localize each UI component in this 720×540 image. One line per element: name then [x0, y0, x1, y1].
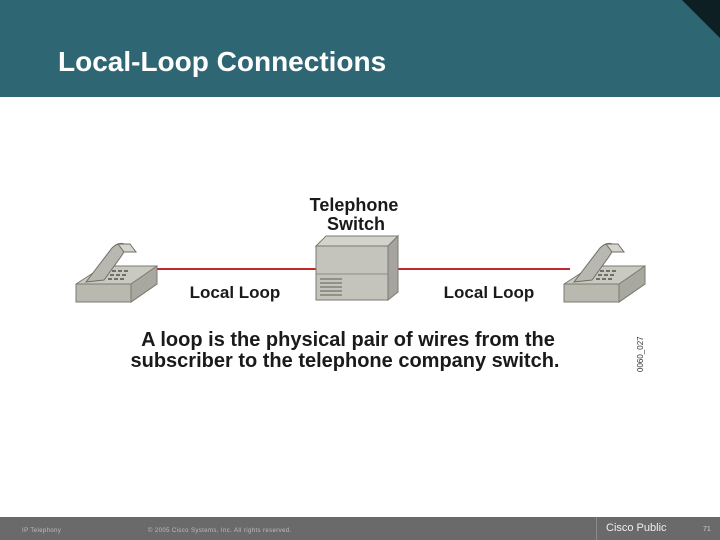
header-corner-accent: [682, 0, 720, 38]
figure-code: 0060_027: [636, 336, 645, 372]
left-loop-label: Local Loop: [190, 283, 281, 302]
right-telephone-icon: [564, 243, 645, 302]
page-number: 71: [703, 526, 711, 533]
telephone-switch-icon: [316, 236, 398, 300]
left-telephone-icon: [76, 243, 157, 302]
caption-line2: subscriber to the telephone company swit…: [131, 350, 560, 372]
title-bar: Local-Loop Connections: [0, 0, 720, 97]
switch-label-line1: Telephone: [310, 195, 399, 215]
right-loop-label: Local Loop: [444, 283, 535, 302]
switch-label-line2: Switch: [327, 214, 385, 234]
caption-line1: A loop is the physical pair of wires fro…: [141, 329, 555, 351]
footer-classification: Cisco Public: [606, 522, 667, 534]
slide-title: Local-Loop Connections: [58, 46, 386, 78]
footer-divider: [596, 517, 597, 540]
footer-copyright: © 2005 Cisco Systems, Inc. All rights re…: [148, 528, 292, 534]
local-loop-diagram: Telephone Switch Local Loop Local Loop A…: [0, 97, 720, 517]
footer-course: IP Telephony: [22, 528, 61, 534]
footer-bar: IP Telephony © 2005 Cisco Systems, Inc. …: [0, 517, 720, 540]
